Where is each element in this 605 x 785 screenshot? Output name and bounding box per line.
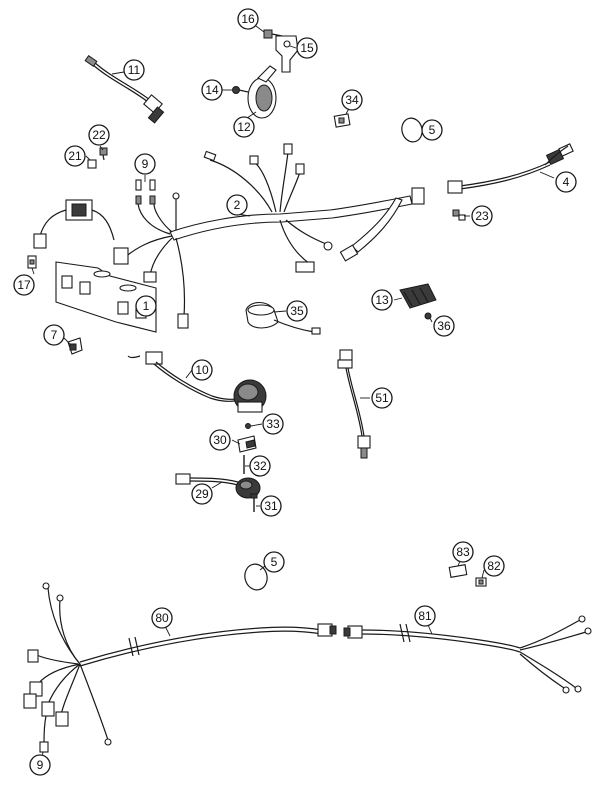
callout-9-bottom: 9 [29,754,51,776]
callout-31: 31 [260,495,282,517]
callout-4: 4 [555,171,577,193]
callout-35: 35 [286,300,308,322]
svg-text:32: 32 [253,459,267,473]
svg-text:35: 35 [290,304,304,318]
part-cable-tie-5-top [401,117,423,143]
svg-text:14: 14 [205,83,219,97]
leader-lines [31,19,555,759]
part-switch-10 [127,351,267,413]
callout-12: 12 [233,116,255,138]
svg-text:81: 81 [418,609,432,623]
callout-10: 10 [191,359,213,381]
part-switch-cable-29 [175,473,261,499]
part-fuse-82 [475,577,487,587]
part-capacitor-35 [245,301,321,335]
svg-text:34: 34 [345,93,359,107]
callout-51: 51 [371,387,393,409]
part-bracket-15 [275,35,299,73]
svg-text:17: 17 [17,278,31,292]
callout-23: 23 [471,205,493,227]
part-main-harness-2 [113,143,425,329]
svg-text:10: 10 [195,363,209,377]
part-screw-31 [250,493,258,512]
part-regulator-13 [399,283,437,309]
callout-16: 16 [237,8,259,30]
callout-13: 13 [371,289,393,311]
part-relay-cluster [33,199,115,249]
svg-text:13: 13 [375,293,389,307]
part-harness-80 [23,582,337,753]
callout-36: 36 [433,315,455,337]
part-harness-81 [343,615,592,694]
svg-text:15: 15 [300,41,314,55]
callout-5-top: 5 [421,119,443,141]
part-screws-23 [452,209,466,221]
callout-14: 14 [201,79,223,101]
svg-text:21: 21 [68,149,82,163]
callout-33: 33 [262,413,284,435]
part-relay-83 [448,564,468,578]
callout-32: 32 [249,455,271,477]
callout-15: 15 [296,37,318,59]
part-connectors-9-top [135,179,156,205]
callout-80: 80 [151,607,173,629]
callout-30: 30 [209,429,231,451]
svg-text:29: 29 [195,487,209,501]
svg-text:12: 12 [237,120,251,134]
svg-text:1: 1 [143,299,150,313]
svg-text:36: 36 [437,319,451,333]
callout-1: 1 [135,295,157,317]
part-fuse-17 [27,255,37,269]
svg-text:5: 5 [271,555,278,569]
part-screw-14 [232,86,249,94]
part-screw-36 [424,312,432,320]
svg-text:9: 9 [142,157,149,171]
svg-text:5: 5 [429,123,436,137]
svg-text:22: 22 [92,128,106,142]
callout-17: 17 [13,274,35,296]
svg-text:30: 30 [213,433,227,447]
svg-text:82: 82 [487,559,501,573]
part-clip-7 [67,337,83,355]
callout-7: 7 [43,324,65,346]
part-nut-21 [87,159,97,169]
svg-text:11: 11 [128,63,141,77]
svg-text:31: 31 [264,499,278,513]
svg-text:2: 2 [234,198,241,212]
part-sensor-51 [337,349,371,459]
callout-81: 81 [414,605,436,627]
svg-text:83: 83 [456,545,470,559]
part-nut-33 [245,423,251,429]
svg-text:16: 16 [241,12,255,26]
part-cable-11 [84,54,165,124]
part-screw-22 [99,147,108,161]
callout-21: 21 [64,145,86,167]
callout-82: 82 [483,555,505,577]
part-horn-12 [247,65,277,119]
callout-29: 29 [191,483,213,505]
svg-text:51: 51 [375,391,389,405]
part-cable-tie-5-bottom [244,563,268,591]
svg-text:80: 80 [155,611,169,625]
svg-text:9: 9 [37,758,44,772]
part-cable-4 [447,143,574,194]
callout-22: 22 [88,124,110,146]
callout-2: 2 [226,194,248,216]
svg-text:23: 23 [475,209,489,223]
svg-text:7: 7 [51,328,58,342]
callout-5-bottom: 5 [263,551,285,573]
svg-text:33: 33 [266,417,280,431]
callout-11: 11 [123,59,145,81]
svg-text:4: 4 [563,175,570,189]
part-cover-30 [237,435,257,453]
callout-34: 34 [341,89,363,111]
callout-9-top: 9 [134,153,156,175]
callout-83: 83 [452,541,474,563]
part-clip-34 [333,113,351,128]
